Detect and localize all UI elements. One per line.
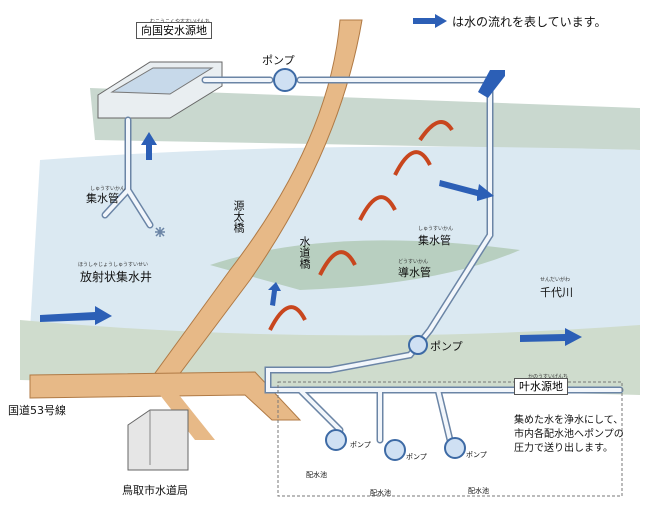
out1-label: 配水池	[306, 471, 327, 479]
note-box	[277, 381, 623, 497]
reservoir-label: 向国安水源地	[136, 22, 212, 39]
note-text: 集めた水を浄水にして、市内各配水池へポンプの圧力で送り出します。	[514, 415, 624, 454]
legend-text: は水の流れを表しています。	[452, 15, 607, 29]
kano-ruby: かのうすいげんち	[528, 374, 569, 380]
collect-right-ruby: しゅうすいかん	[418, 226, 454, 232]
route53-label: 国道53号線	[8, 404, 66, 417]
conduit-ruby: どうすいかん	[398, 259, 429, 265]
kano-label: 叶水源地	[514, 378, 568, 395]
pump-b3-label: ポンプ	[466, 451, 487, 459]
genta-bridge-label: 源太橋	[232, 200, 245, 233]
office-building	[127, 409, 189, 471]
river-label: 千代川	[540, 286, 573, 299]
suido-bridge-label: 水道橋	[298, 236, 311, 269]
river-island	[210, 240, 520, 290]
radial-well-ruby: ほうしゃじょうしゅうすいせい	[78, 262, 149, 268]
collect-right-label: 集水管	[418, 234, 451, 247]
pump-mid-label: ポンプ	[430, 340, 463, 353]
conduit-label: 導水管	[398, 266, 431, 279]
far-bank	[90, 88, 640, 150]
water-bridge-arches	[268, 120, 454, 331]
flow-arrows	[40, 14, 582, 346]
office-label: 鳥取市水道局	[122, 484, 188, 497]
pump-top-label: ポンプ	[262, 54, 295, 67]
collect-left-label: 集水管	[86, 192, 119, 205]
pump-b2-label: ポンプ	[406, 453, 427, 461]
pump-icons	[273, 68, 466, 461]
radial-well-label: 放射状集水井	[80, 270, 153, 284]
pump-b1-label: ポンプ	[350, 441, 371, 449]
out3-label: 配水池	[468, 487, 489, 495]
river-ruby: せんだいがわ	[540, 277, 571, 283]
radial-well-icon	[155, 227, 165, 237]
collect-left-ruby: しゅうすいかん	[90, 186, 126, 192]
out2-label: 配水池	[370, 489, 391, 497]
